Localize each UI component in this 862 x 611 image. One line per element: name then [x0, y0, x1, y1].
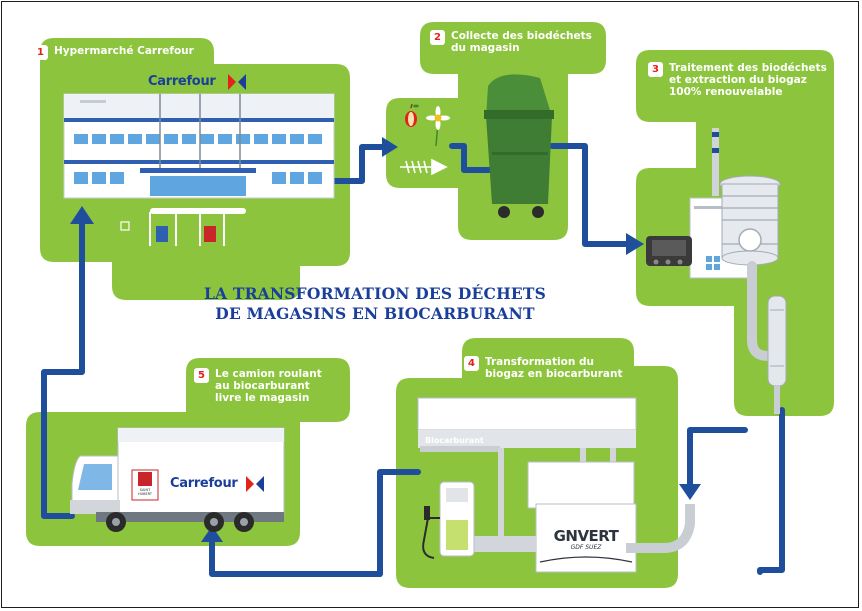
apple-core-icon: [405, 103, 419, 127]
carrefour-logo-icon: [228, 74, 246, 90]
step-4-label: 4 Transformation du biogaz en biocarbura…: [464, 356, 623, 380]
arrow-station-to-truck: [209, 469, 421, 577]
step-4-badge: 4: [464, 356, 479, 371]
step-1-label: 1 Hypermarché Carrefour: [33, 45, 194, 60]
truck-brand-sign: Carrefour: [170, 476, 238, 491]
station-sub-brand: GDF SUEZ: [570, 544, 602, 551]
step-1-badge: 1: [33, 45, 48, 60]
station-brand-sign: GNVERT: [553, 527, 619, 545]
arrowhead-down-station: [679, 484, 701, 500]
step-3-text: Traitement des biodéchets et extraction …: [669, 62, 827, 98]
arrowhead-up-store: [70, 206, 94, 224]
truck-icon: [70, 427, 285, 532]
step-5-label: 5 Le camion roulant au biocarburant livr…: [194, 368, 322, 404]
step-3-label: 3 Traitement des biodéchets et extractio…: [648, 62, 827, 98]
arrow-truck-to-store: [41, 219, 85, 519]
arrowhead-right-plant: [626, 233, 644, 255]
step-2-text: Collecte des biodéchets du magasin: [451, 30, 592, 54]
gas-station-icon: [417, 397, 695, 573]
truck-side-logo-text: SAINT HUBERT: [137, 488, 153, 496]
arrow-bin-to-plant: [549, 143, 631, 247]
step-2-badge: 2: [430, 30, 445, 45]
arrow-plant-to-station: [757, 407, 785, 575]
fuel-pump-icon: [422, 481, 475, 559]
step-4-text: Transformation du biogaz en biocarburant: [485, 356, 623, 380]
truck-carrefour-logo-icon: [246, 476, 264, 492]
store-brand-sign: Carrefour: [148, 74, 216, 89]
arrow-store-to-waste: [327, 144, 387, 184]
step-2-label: 2 Collecte des biodéchets du magasin: [430, 30, 592, 54]
flower-icon: [426, 106, 450, 147]
green-bin-icon: [484, 74, 554, 218]
arrow-station-in: [687, 427, 748, 489]
step-3-badge: 3: [648, 62, 663, 77]
arrowhead-up-truck: [201, 526, 223, 542]
station-canopy-sign: Biocarburant: [425, 436, 484, 445]
step-1-text: Hypermarché Carrefour: [54, 45, 194, 57]
fish-bone-icon: [400, 158, 448, 176]
biogas-plant-icon: [646, 128, 787, 414]
arrowhead-right: [382, 137, 398, 157]
supermarket-building-icon: [63, 93, 335, 246]
step-5-text: Le camion roulant au biocarburant livre …: [215, 368, 322, 404]
step-5-badge: 5: [194, 368, 209, 383]
diagram-title: LA TRANSFORMATION DES DÉCHETS DE MAGASIN…: [203, 284, 547, 323]
